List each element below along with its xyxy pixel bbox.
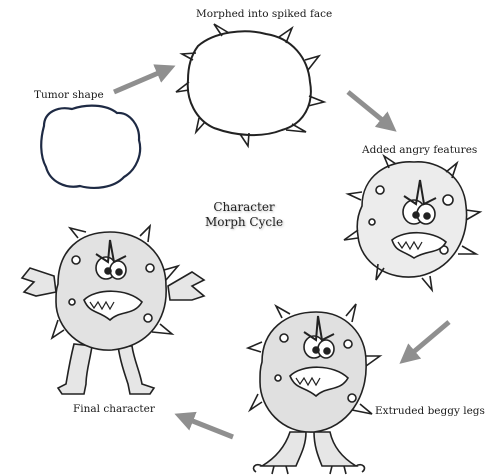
- arrow-2-to-3: [348, 92, 392, 128]
- step-label-final-character: Final character: [73, 403, 155, 415]
- diagram-title-line-2: Morph Cycle: [190, 215, 298, 230]
- step-label-tumor-shape: Tumor shape: [34, 89, 104, 101]
- diagram-title-line-1: Character: [190, 200, 298, 215]
- step-label-beggy-legs: Extruded beggy legs: [375, 405, 485, 417]
- step-label-angry-features: Added angry features: [362, 144, 477, 156]
- angry-face-icon: [344, 156, 480, 290]
- legged-creature-icon: [248, 304, 380, 474]
- step-label-spiked-face: Morphed into spiked face: [196, 8, 332, 20]
- final-creature-icon: [22, 226, 204, 394]
- spiked-blob-icon: [176, 24, 324, 146]
- diagram-title: Character Morph Cycle: [190, 200, 298, 230]
- tumor-blob-icon: [41, 106, 140, 188]
- arrow-1-to-2: [114, 68, 170, 92]
- arrow-4-to-5: [180, 416, 233, 437]
- arrow-3-to-4: [404, 322, 449, 360]
